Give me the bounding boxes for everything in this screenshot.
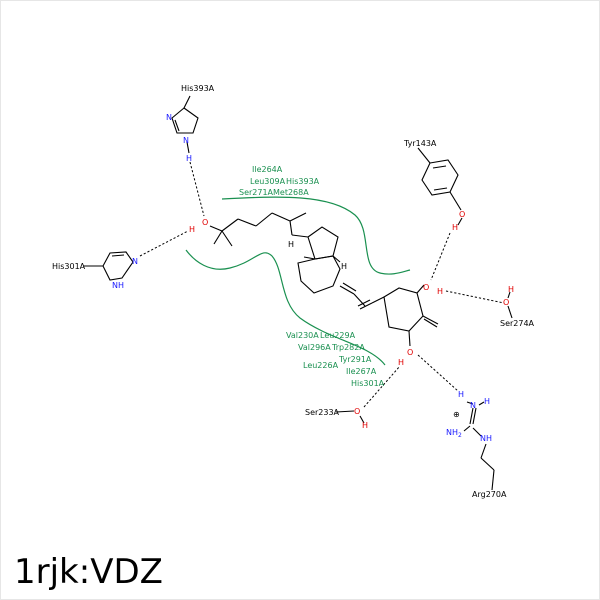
tyr143-atom-o: O (459, 210, 465, 219)
arg270-atom-h: H (458, 390, 464, 399)
atom-o-ring1: O (423, 283, 429, 292)
hydrophobic-label: His393A (286, 177, 320, 186)
ligand-side-chain (209, 212, 309, 247)
tyr143-residue (417, 147, 463, 226)
ser274-residue (507, 291, 513, 319)
hbond-his393 (189, 161, 205, 217)
his393-atom-h: H (186, 154, 192, 163)
his301-atom-n: N (132, 257, 138, 266)
hydrophobic-label: Met268A (273, 188, 309, 197)
ser233-residue (335, 410, 365, 424)
arg270-charge: ⊕ (453, 410, 460, 419)
atom-h-side: H (189, 225, 195, 234)
ser274-atom-o: O (503, 298, 509, 307)
ser274-atom-h: H (508, 285, 514, 294)
ligand-triene (339, 282, 385, 310)
ser233-atom-h: H (362, 421, 368, 430)
atom-h-chain: H (288, 240, 294, 249)
atom-o-side: O (202, 218, 208, 227)
atom-o-ring3: O (407, 348, 413, 357)
his301-label: His301A (52, 262, 86, 271)
arg270-atom-nh2: NH2 (446, 428, 462, 439)
his393-label: His393A (181, 84, 215, 93)
arg270-atom-n: N (470, 401, 476, 410)
hydrogen-bonds (139, 161, 505, 408)
ligand-cd-rings (297, 226, 341, 294)
atom-h-ring3: H (398, 358, 404, 367)
hbond-tyr143 (430, 232, 451, 281)
hbond-arg270 (417, 354, 459, 392)
his301-atom-nh: NH (112, 281, 124, 290)
hydrophobic-label: Val296A (298, 343, 331, 352)
hydrophobic-label: Leu309A (250, 177, 286, 186)
diagram-title: 1rjk:VDZ (14, 552, 163, 592)
ser274-label: Ser274A (500, 319, 535, 328)
hbond-ser233 (363, 365, 401, 408)
arg270-residue (463, 401, 495, 491)
arg270-atom-h2: H (484, 397, 490, 406)
hydrophobic-label: Ser271A (239, 188, 274, 197)
atom-h-ring1: H (437, 287, 443, 296)
his301-residue (83, 251, 134, 281)
hbond-his301 (139, 230, 189, 257)
arg270-label: Arg270A (472, 490, 507, 499)
hydrophobic-label: His301A (351, 379, 385, 388)
atom-h-ring: H (341, 262, 347, 271)
ligand-a-ring (383, 284, 439, 347)
hydrophobic-label: Val230A (286, 331, 319, 340)
arg270-atom-nh: NH (480, 434, 492, 443)
hydrophobic-arc-bottom (185, 249, 386, 366)
his393-atom-n-top: N (166, 113, 172, 122)
hydrophobic-label: Leu226A (303, 361, 339, 370)
tyr143-atom-h: H (452, 223, 458, 232)
hydrophobic-label: Leu229A (320, 331, 356, 340)
hydrophobic-label: Trp282A (331, 343, 365, 352)
hydrophobic-label: Ile267A (346, 367, 377, 376)
hydrophobic-label: Ile264A (252, 165, 283, 174)
hbond-ser274 (445, 290, 505, 304)
hydrophobic-arc-top (221, 196, 411, 275)
hydrophobic-label: Tyr291A (338, 355, 372, 364)
ser233-label: Ser233A (305, 408, 340, 417)
ser233-atom-o: O (354, 407, 360, 416)
his393-residue (171, 95, 199, 154)
tyr143-label: Tyr143A (403, 139, 437, 148)
his393-atom-n-bottom: N (183, 136, 189, 145)
